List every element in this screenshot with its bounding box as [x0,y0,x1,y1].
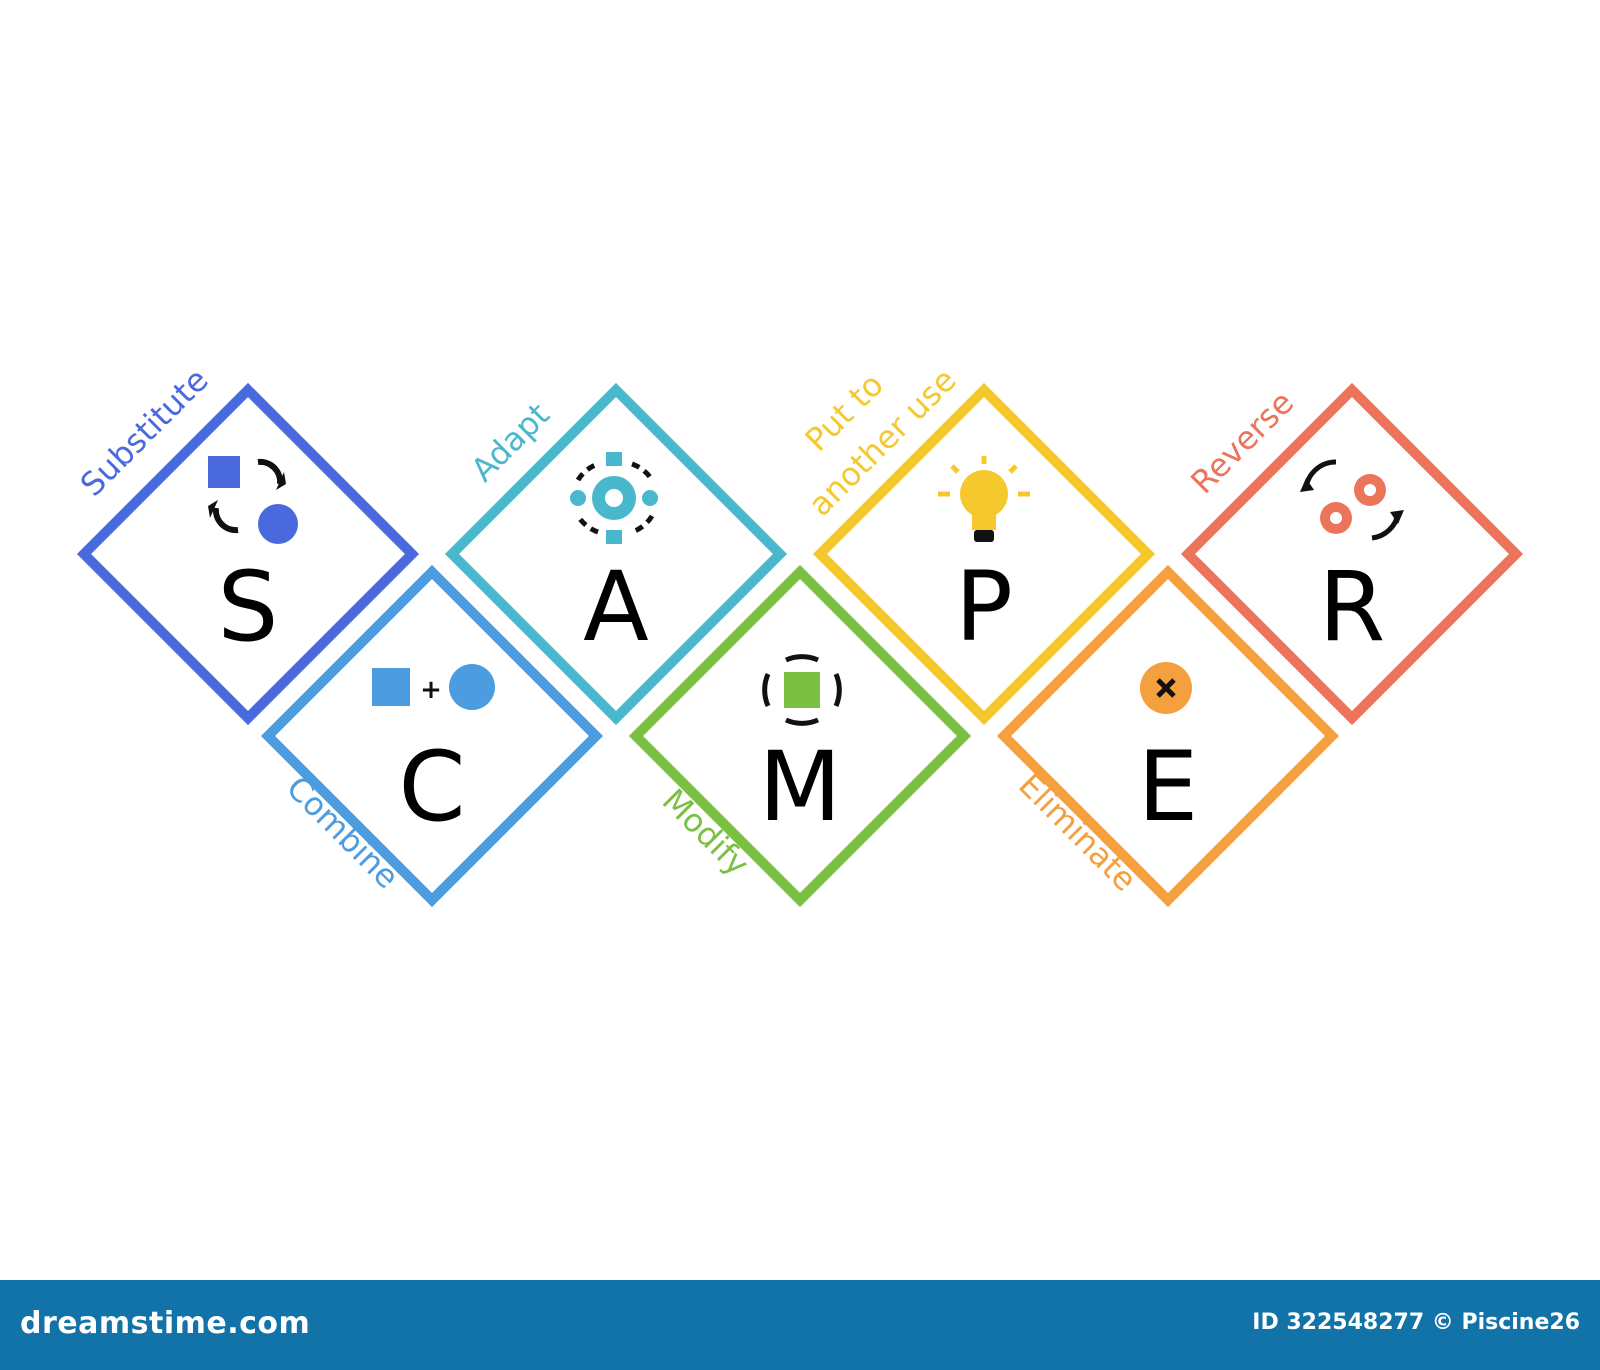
label-combine: Combine [279,768,406,895]
diamond-c [260,564,604,908]
label-substitute: Substitute [73,361,216,504]
adapt-gear-icon [570,452,658,544]
diamond-s [76,382,420,726]
step-s: S Substitute [73,361,420,726]
letter-e: E [1138,731,1199,843]
label-adapt: Adapt [464,396,557,489]
letter-m: M [759,731,842,843]
diamond-e [996,564,1340,908]
lightbulb-icon [938,456,1030,542]
eliminate-x-icon [1140,662,1192,714]
diamond-p [812,382,1156,726]
dreamstime-logo[interactable]: dreamstime.com [20,1306,311,1341]
step-e: E Eliminate [996,564,1340,908]
letter-s: S [218,551,279,663]
letter-p: P [955,551,1013,663]
step-c: C Combine + [260,564,604,908]
label-modify: Modify [655,781,757,883]
footer-bar: dreamstime.com ID 322548277 © Piscine26 [0,1280,1600,1370]
letter-r: R [1319,551,1386,663]
image-credit: ID 322548277 © Piscine26 [1252,1310,1580,1335]
step-p: P Put to another use [798,361,1156,726]
label-eliminate: Eliminate [1011,766,1144,899]
letter-c: C [398,731,465,843]
modify-icon [762,654,842,726]
step-a: A Adapt [444,382,788,726]
scamper-diagram: S Substitute C Combine + A Adapt [73,361,1524,908]
step-r: R Reverse [1180,382,1524,726]
diamond-a [444,382,788,726]
combine-icon: + [372,664,495,710]
step-m: M Modify [628,564,972,908]
letter-a: A [583,551,649,663]
diamond-m [628,564,972,908]
svg-text:+: + [420,675,442,705]
reverse-gears-icon [1300,459,1404,541]
substitute-icon [208,456,298,544]
diamond-r [1180,382,1524,726]
label-reverse: Reverse [1183,383,1301,501]
